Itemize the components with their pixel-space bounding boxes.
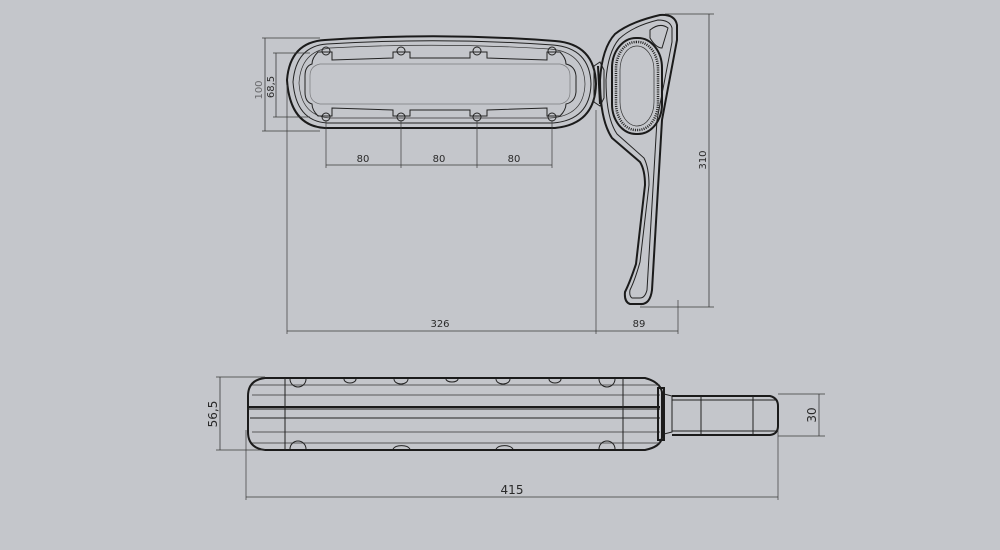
dim-hole-spacing-1: 80 [357, 154, 370, 165]
side-view-dimensions: 56,5 30 415 [206, 376, 825, 500]
dim-overall-length: 415 [501, 483, 524, 497]
top-view-dimensions: 100 68,5 80 80 80 326 89 310 [254, 13, 714, 334]
dim-pad-length: 326 [430, 319, 449, 330]
dim-pad-inner-width: 68,5 [266, 76, 277, 98]
dim-arm-height: 310 [698, 150, 709, 169]
dim-tube-diameter: 30 [805, 407, 819, 422]
dim-pad-overall-width: 100 [254, 80, 265, 99]
armrest-pad-top-view [285, 35, 605, 129]
armrest-side-view [247, 377, 779, 451]
support-arm-top-view [598, 13, 678, 306]
dim-hole-spacing-2: 80 [433, 154, 446, 165]
dim-side-height: 56,5 [206, 401, 220, 428]
dim-hole-spacing-3: 80 [508, 154, 521, 165]
dim-arm-offset: 89 [633, 319, 646, 330]
